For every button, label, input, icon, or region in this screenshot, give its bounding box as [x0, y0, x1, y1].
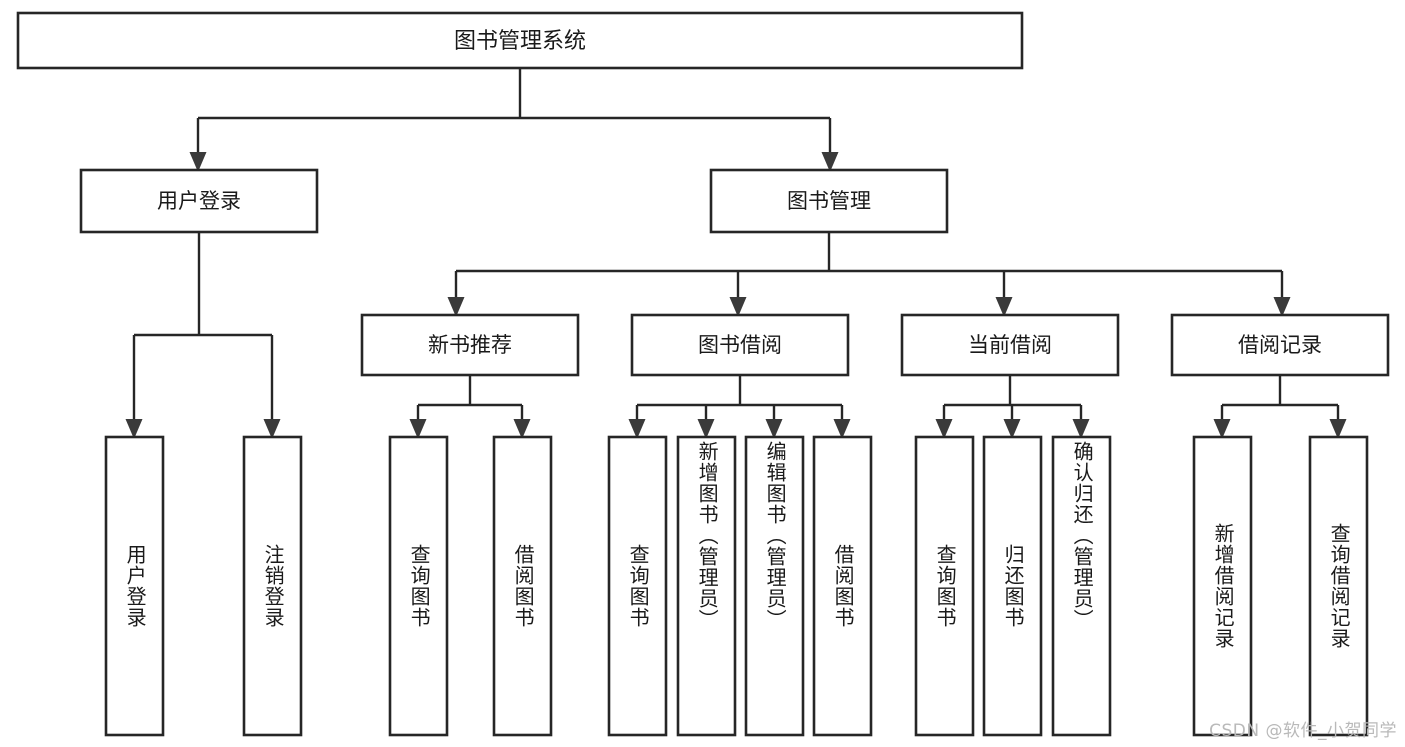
leaf-box-cb-return-book[interactable]	[982, 435, 1043, 737]
leaf-box-bb-borrow-book[interactable]	[812, 435, 873, 737]
leaf-box-user-login[interactable]	[104, 435, 165, 737]
connector-new-book-recommend-to-leaves	[416, 375, 524, 419]
leaf-box-bb-edit-book[interactable]	[744, 435, 805, 737]
connector-borrow-record-to-leaves	[1220, 375, 1340, 419]
node-borrow-record[interactable]: 借阅记录	[1170, 313, 1390, 377]
leaf-box-bb-add-book[interactable]	[676, 435, 737, 737]
node-borrow-record-label: 借阅记录	[1238, 333, 1322, 357]
leaf-box-br-add-record[interactable]	[1192, 435, 1253, 737]
node-user-login[interactable]: 用户登录	[79, 168, 319, 234]
node-book-management[interactable]: 图书管理	[709, 168, 949, 234]
node-root-label: 图书管理系统	[454, 29, 586, 54]
node-user-login-label: 用户登录	[157, 189, 241, 213]
connector-root-to-level2	[196, 68, 832, 152]
leaf-box-bb-query-book[interactable]	[607, 435, 668, 737]
leaf-box-nbr-query-book[interactable]	[388, 435, 449, 737]
node-current-borrow[interactable]: 当前借阅	[900, 313, 1120, 377]
connector-book-management-to-level3	[454, 232, 1284, 297]
node-book-borrow-label: 图书借阅	[698, 333, 782, 357]
node-new-book-recommend[interactable]: 新书推荐	[360, 313, 580, 377]
node-new-book-recommend-label: 新书推荐	[428, 333, 512, 357]
leaf-box-cb-confirm-return[interactable]	[1051, 435, 1112, 737]
node-current-borrow-label: 当前借阅	[968, 333, 1052, 357]
connector-current-borrow-to-leaves	[942, 375, 1083, 419]
leaf-box-br-query-record[interactable]	[1308, 435, 1369, 737]
node-root-book-management-system[interactable]: 图书管理系统	[16, 11, 1024, 70]
node-book-management-label: 图书管理	[787, 189, 871, 213]
connector-book-borrow-to-leaves	[635, 375, 844, 419]
connector-user-login-to-leaves	[132, 232, 274, 419]
node-book-borrow[interactable]: 图书借阅	[630, 313, 850, 377]
watermark: CSDN @软件_小贺同学	[1209, 721, 1397, 741]
leaf-box-nbr-borrow-book[interactable]	[492, 435, 553, 737]
leaf-box-cb-query-book[interactable]	[914, 435, 975, 737]
leaf-box-logout[interactable]	[242, 435, 303, 737]
